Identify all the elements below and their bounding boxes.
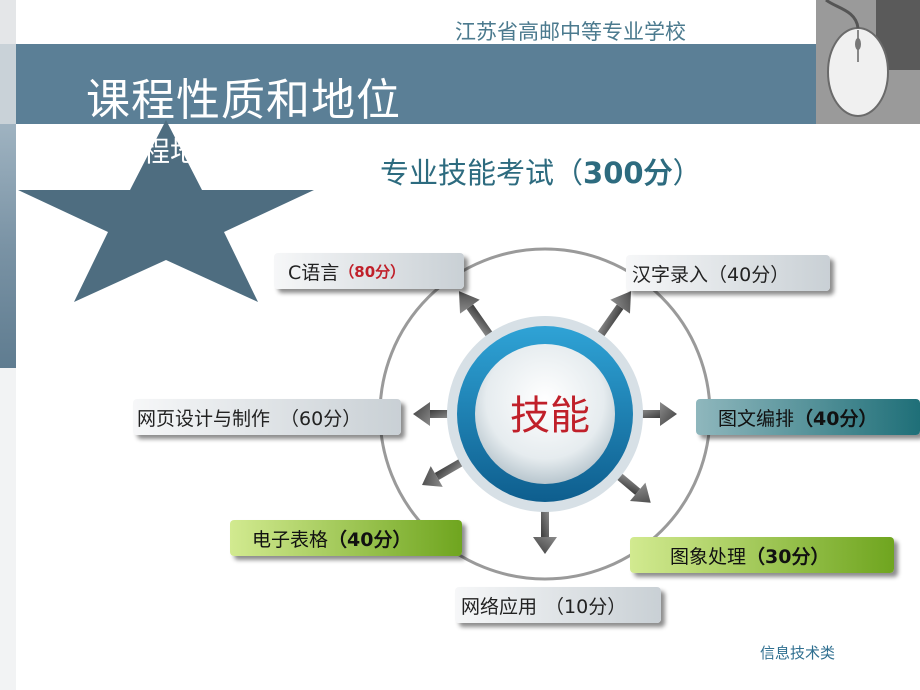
- skill-points: （40分）: [794, 407, 878, 430]
- mouse-icon: [816, 0, 920, 124]
- skill-spreadsheet: 电子表格（40分）: [230, 520, 462, 556]
- arrows: [413, 291, 677, 554]
- skill-points: （40分）: [708, 263, 790, 286]
- school-name: 江苏省高邮中等专业学校: [455, 20, 686, 44]
- mouse-photo: [816, 0, 920, 124]
- hidden-title-fragment: 程地: [142, 135, 199, 168]
- skill-points: （60分）: [280, 407, 362, 430]
- skill-name: 汉字录入: [632, 263, 709, 286]
- skill-name: 网络应用: [461, 595, 538, 618]
- left-strip-mid: [0, 44, 16, 124]
- hub-core: [475, 344, 615, 484]
- skill-network-app: 网络应用 （10分）: [455, 587, 661, 623]
- skill-points: （80分）: [339, 262, 406, 281]
- exam-subtitle: 专业技能考试（300分）: [380, 150, 702, 192]
- skill-points: （30分）: [746, 545, 830, 568]
- subtitle-suffix: ）: [672, 156, 702, 190]
- skill-name: C语言: [288, 261, 340, 284]
- title-band: [16, 44, 816, 124]
- skill-chinese-typing: 汉字录入（40分）: [626, 255, 830, 291]
- footer-category: 信息技术类: [760, 644, 836, 662]
- skill-name: 图文编排: [718, 407, 795, 430]
- subtitle-prefix: 专业技能考试（: [380, 156, 584, 190]
- left-strip-light: [0, 0, 16, 44]
- left-strip-bottom: [0, 368, 16, 690]
- skill-name: 电子表格: [252, 528, 329, 551]
- skill-name: 网页设计与制作: [137, 407, 271, 430]
- skill-image-processing: 图象处理（30分）: [630, 537, 894, 573]
- subtitle-score: 300分: [583, 156, 673, 190]
- skill-points: （10分）: [545, 595, 627, 618]
- skill-web-design: 网页设计与制作 （60分）: [133, 399, 401, 435]
- skill-c-language: C语言（80分）: [274, 253, 464, 289]
- skill-points: （40分）: [328, 528, 412, 551]
- star-shape: [18, 120, 314, 302]
- skill-name: 图象处理: [670, 545, 747, 568]
- left-strip-dark: [0, 124, 16, 368]
- page-title: 课程性质和地位: [86, 75, 401, 126]
- skill-layout-design: 图文编排（40分）: [696, 399, 920, 435]
- hub-label: 技能: [510, 393, 590, 439]
